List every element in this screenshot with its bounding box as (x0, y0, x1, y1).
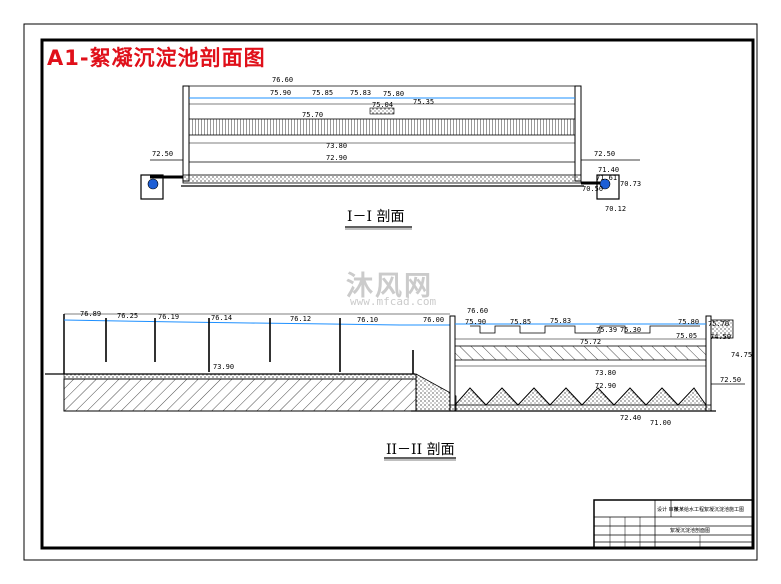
s2-el-sed-pack: 75.72 (580, 338, 601, 346)
s2-el-sed-w1: 75.90 (465, 318, 486, 326)
s1-el-top: 76.60 (272, 76, 293, 84)
s1-el-ground-right: 72.50 (594, 150, 615, 158)
s2-sed-base (449, 404, 712, 412)
s1-left-pipe (147, 178, 159, 190)
s2-el-floc-floor: 73.90 (213, 363, 234, 371)
s2-el-sed-w2: 75.85 (510, 318, 531, 326)
s2-outlet-box (710, 319, 734, 339)
s2-el-w3: 76.19 (158, 313, 179, 321)
s2-el-sed-w3: 75.83 (550, 317, 571, 325)
s1-weir (369, 107, 395, 115)
s2-el-w1: 76.89 (80, 310, 101, 318)
watermark-text: 沐风网 (346, 271, 433, 302)
s2-el-w7: 76.00 (423, 316, 444, 324)
s1-el-water-left: 75.90 (270, 89, 291, 97)
s2-water-line (63, 319, 450, 326)
s1-el-water-far-right: 75.35 (413, 98, 434, 106)
sheet-inner-border (40, 38, 755, 550)
s1-el-ground-left: 72.50 (152, 150, 173, 158)
section-1-drawing: 76.60 75.90 75.85 75.83 75.80 75.35 75.0… (140, 76, 641, 230)
s1-el-pipe-r3: 70.50 (582, 185, 603, 193)
section-1-label: I－I 剖面 (347, 209, 405, 225)
s2-el-sed-w5: 75.30 (620, 326, 641, 334)
s2-el-sed-top: 76.60 (467, 307, 488, 315)
s1-el-pipe-r4: 70.73 (620, 180, 641, 188)
s2-el-sed-w4: 75.39 (596, 326, 617, 334)
s2-sludge-hoppers (454, 387, 707, 406)
s1-el-water-mid2: 75.83 (350, 89, 371, 97)
s1-el-water-mid: 75.85 (312, 89, 333, 97)
s2-el-base1: 72.40 (620, 414, 641, 422)
s2-floc-foundation (63, 378, 417, 412)
title-block: 设计 审核 某某给水工程絮凝沉淀池施工图 絮凝沉淀池剖面图 (593, 499, 754, 549)
s2-sed-channels (470, 325, 700, 334)
s1-el-pipe-r2: 71.61 (596, 174, 617, 182)
title-block-row2: 某某给水工程絮凝沉淀池施工图 (674, 506, 744, 513)
s1-floor-slab (182, 174, 582, 184)
s1-left-pipe-pit (140, 174, 164, 200)
s1-el-floor: 72.90 (326, 154, 347, 162)
s2-el-sed-r5: 74.75 (731, 351, 752, 359)
sheet-outer-border (23, 23, 758, 561)
s1-left-wall (182, 85, 190, 182)
s2-el-sed-r2: 75.05 (676, 332, 697, 340)
s2-el-ground: 72.50 (720, 376, 741, 384)
s2-el-sed-hopper: 72.90 (595, 382, 616, 390)
drawing-title: A1-絮凝沉淀池剖面图 (47, 46, 266, 70)
s1-right-pipe (599, 178, 611, 190)
s2-el-base2: 71.00 (650, 419, 671, 427)
s1-right-wall (574, 85, 582, 182)
section-2-drawing: 76.89 76.25 76.19 76.14 76.12 76.10 76.0… (45, 307, 752, 461)
s2-plate-pack (454, 345, 707, 361)
s2-el-w6: 76.10 (357, 316, 378, 324)
s2-el-w5: 76.12 (290, 315, 311, 323)
title-block-row3: 絮凝沉淀池剖面图 (670, 527, 710, 534)
s1-el-pipe-bottom: 70.12 (605, 205, 626, 213)
s1-el-pack-bottom: 73.80 (326, 142, 347, 150)
s2-el-sed-r3: 75.70 (708, 320, 729, 328)
s1-el-water-right: 75.80 (383, 90, 404, 98)
s2-el-w2: 76.25 (117, 312, 138, 320)
s1-plate-pack (188, 118, 576, 136)
s1-el-pack-top: 75.70 (302, 111, 323, 119)
watermark-url: www.mfcad.com (350, 295, 437, 308)
s2-floc-floor (63, 373, 417, 380)
s1-right-pipe-pit (596, 174, 620, 200)
section-2-label: II－II 剖面 (386, 442, 455, 458)
s2-el-w4: 76.14 (211, 314, 232, 322)
s2-el-sed-r1: 75.80 (678, 318, 699, 326)
s2-sed-right-wall (705, 315, 712, 412)
s1-el-weir: 75.04 (372, 101, 393, 109)
s2-sed-left-wall (449, 315, 456, 412)
s1-el-pipe-r1: 71.40 (598, 166, 619, 174)
title-block-row1: 设计 审核 (657, 506, 679, 513)
s2-el-sed-r4: 74.50 (710, 333, 731, 341)
s2-el-sed-mid: 73.80 (595, 369, 616, 377)
